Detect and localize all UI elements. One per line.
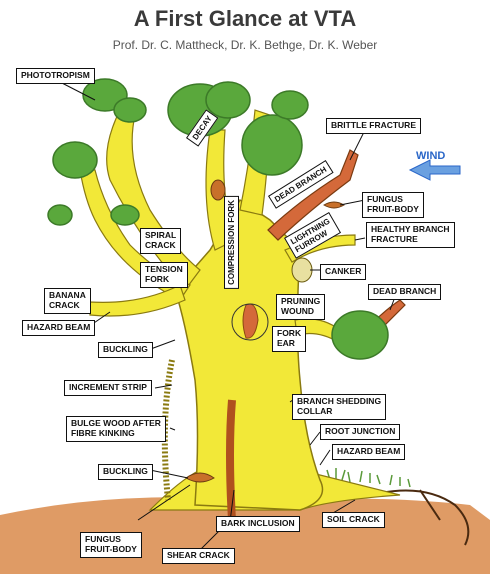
label-shear-crack: SHEAR CRACK	[162, 548, 235, 564]
page-subtitle: Prof. Dr. C. Mattheck, Dr. K. Bethge, Dr…	[112, 38, 378, 52]
label-pruning-wound: PRUNING WOUND	[276, 294, 326, 320]
foliage	[47, 78, 389, 360]
canker-spot	[291, 257, 313, 283]
label-line: BANANA	[49, 290, 86, 300]
label-line: HEALTHY BRANCH	[371, 224, 450, 234]
label-line: BULGE WOOD AFTER	[71, 418, 161, 428]
pruning-wound	[242, 303, 259, 339]
label-canker: CANKER	[320, 264, 367, 280]
bark-inclusion-crack	[226, 399, 236, 521]
label-line: BRANCH SHEDDING	[297, 396, 382, 406]
label-line: FUNGUS	[367, 194, 403, 204]
label-line: CRACK	[49, 299, 80, 310]
trunk	[174, 198, 324, 511]
bulge-wood	[161, 359, 175, 501]
label-brittle-fracture: BRITTLE FRACTURE	[326, 118, 421, 134]
label-buckling-bottom: BUCKLING	[98, 464, 153, 480]
wind-arrow	[408, 159, 461, 181]
label-line: SPIRAL	[145, 230, 177, 240]
label-bark-inclusion: BARK INCLUSION	[216, 516, 300, 532]
hazard-beam-branch	[89, 284, 186, 317]
label-fungus-fruit-body-top: FUNGUS FRUIT-BODY	[362, 192, 424, 218]
label-tension-fork: TENSION FORK	[140, 262, 188, 288]
fungus-bottom	[185, 472, 215, 483]
fork-ear-ring	[231, 303, 269, 341]
label-line: EAR	[277, 337, 295, 348]
label-line: FIBRE KINKING	[71, 427, 135, 438]
page-title: A First Glance at VTA	[133, 6, 357, 31]
label-line: FRUIT-BODY	[367, 203, 419, 214]
label-line: FUNGUS	[85, 534, 121, 544]
label-phototropism: PHOTOTROPISM	[16, 68, 95, 84]
grass	[326, 468, 411, 488]
wind-label: WIND	[416, 150, 446, 162]
dead-branch-top	[267, 149, 359, 241]
label-hazard-beam-left: HAZARD BEAM	[22, 320, 96, 336]
label-bulge-wood: BULGE WOOD AFTER FIBRE KINKING	[66, 416, 166, 442]
label-line: FRACTURE	[371, 233, 418, 244]
label-increment-strip: INCREMENT STRIP	[64, 380, 152, 396]
label-compression-fork: COMPRESSION FORK	[224, 196, 239, 289]
label-soil-crack: SOIL CRACK	[322, 512, 385, 528]
label-banana-crack: BANANA CRACK	[44, 288, 91, 314]
label-fungus-fruit-body-bottom: FUNGUS FRUIT-BODY	[80, 532, 142, 558]
decay-spot	[210, 179, 226, 201]
label-hazard-beam-right: HAZARD BEAM	[332, 444, 406, 460]
label-line: PRUNING	[281, 296, 321, 306]
label-healthy-branch-fracture: HEALTHY BRANCH FRACTURE	[366, 222, 455, 248]
label-buckling-top: BUCKLING	[98, 342, 153, 358]
label-line: WOUND	[281, 305, 315, 316]
label-spiral-crack: SPIRAL CRACK	[140, 228, 182, 254]
label-line: TENSION	[145, 264, 183, 274]
label-branch-shedding-collar: BRANCH SHEDDING COLLAR	[292, 394, 387, 420]
label-line: FORK	[145, 273, 170, 284]
label-line: COLLAR	[297, 405, 333, 416]
label-dead-branch-right: DEAD BRANCH	[368, 284, 442, 300]
soil-crack	[359, 489, 470, 546]
fungus-top	[323, 201, 345, 209]
label-line: FRUIT-BODY	[85, 543, 137, 554]
label-line: CRACK	[145, 239, 176, 250]
label-root-junction: ROOT JUNCTION	[320, 424, 401, 440]
label-fork-ear: FORK EAR	[272, 326, 307, 352]
label-line: FORK	[277, 328, 302, 338]
